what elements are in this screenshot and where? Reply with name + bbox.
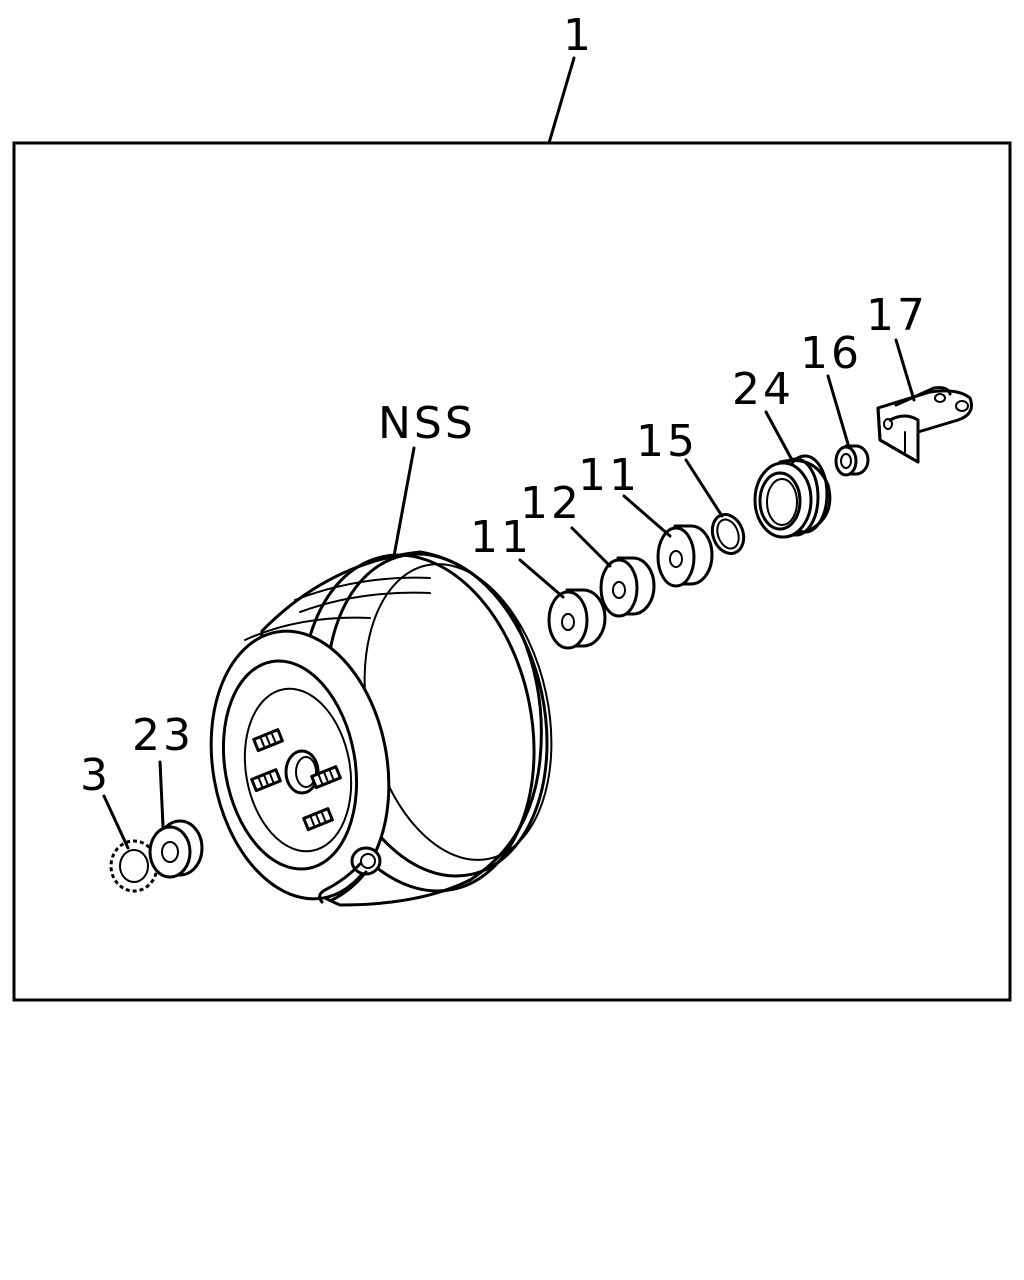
leader-part-12 (570, 526, 612, 568)
leader-part-16 (826, 374, 850, 446)
leader-part-17 (894, 338, 916, 402)
label-part-15: 15 (636, 416, 698, 467)
leader-part-11-b (622, 494, 672, 538)
leader-part-15 (684, 458, 724, 518)
clevis-17 (876, 386, 973, 464)
seal-23 (148, 819, 204, 879)
brake-booster (209, 550, 553, 907)
label-nss: NSS (378, 398, 476, 449)
leader-part-11-a (518, 558, 565, 599)
leader-part-24 (764, 410, 794, 462)
assembly-label: 1 (563, 10, 594, 61)
label-part-3: 3 (80, 750, 111, 801)
label-part-16: 16 (800, 328, 862, 379)
spacer-12 (599, 556, 656, 618)
leader-part-23 (158, 760, 165, 828)
label-part-11-b: 11 (578, 450, 640, 501)
o-ring-15 (710, 513, 746, 555)
booster-studs (250, 728, 342, 832)
label-part-23: 23 (132, 710, 194, 761)
label-part-24: 24 (732, 364, 794, 415)
spacer-11-b (656, 524, 714, 588)
label-part-17: 17 (866, 290, 928, 341)
label-part-11-a: 11 (470, 512, 532, 563)
leader-nss (392, 446, 416, 558)
leader-part-3 (102, 794, 130, 850)
assembly-frame (12, 141, 1012, 1002)
boot-24 (753, 454, 832, 539)
spacer-11-a (547, 588, 607, 650)
assembly-leader (547, 56, 576, 145)
nut-16 (834, 444, 870, 477)
label-part-12: 12 (520, 478, 582, 529)
